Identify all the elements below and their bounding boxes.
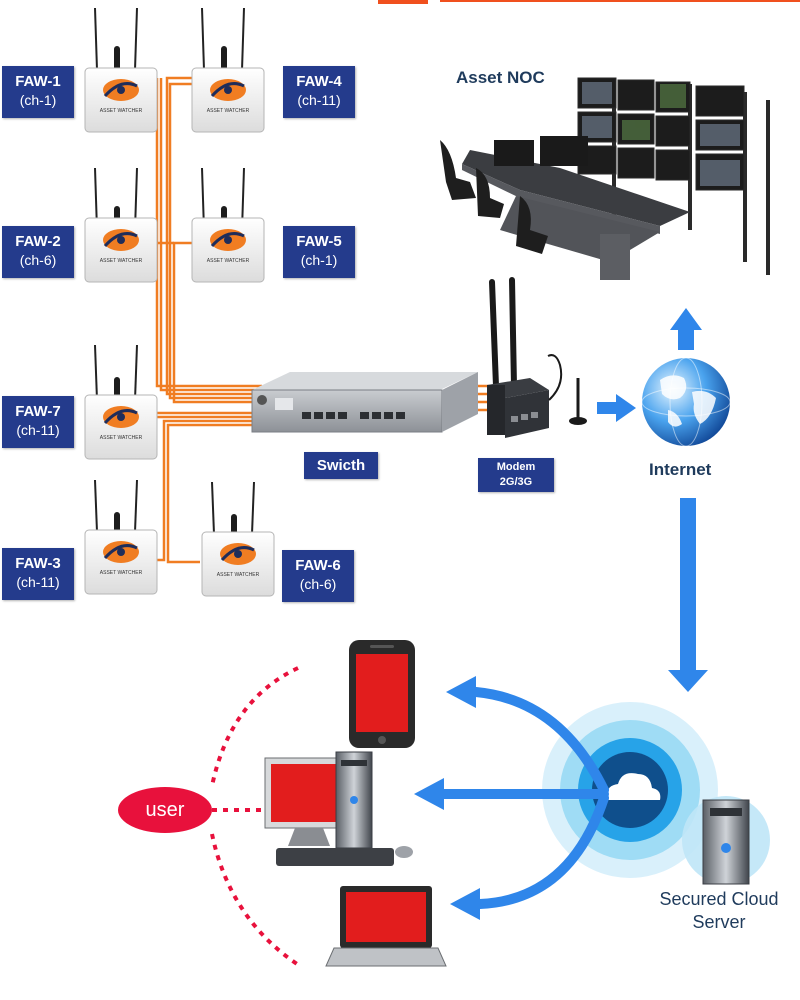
- modem-label-line1: Modem: [496, 461, 536, 473]
- access-point-7: ASSET WATCHER: [84, 344, 158, 460]
- desktop-icon: [264, 751, 413, 866]
- user-badge: user: [118, 787, 212, 833]
- access-point-3: ASSET WATCHER: [84, 479, 158, 595]
- faw-5-channel: (ch-1): [300, 252, 338, 268]
- smartphone-icon: [349, 640, 415, 748]
- cloud-server-label-line2: Server: [692, 912, 746, 932]
- faw-6-name: FAW-6: [295, 557, 341, 574]
- access-point-6: ASSET WATCHER: [201, 481, 275, 597]
- faw-3-label: FAW-3 (ch-11): [2, 548, 74, 600]
- arrow-internet-to-noc: [670, 308, 702, 350]
- modem-icon: [487, 277, 587, 438]
- faw-5-label: FAW-5 (ch-1): [283, 226, 355, 278]
- access-point-2: ASSET WATCHER: [84, 167, 158, 283]
- faw-1-channel: (ch-1): [19, 92, 57, 108]
- access-point-5: ASSET WATCHER: [191, 167, 265, 283]
- svg-text:ASSET WATCHER: ASSET WATCHER: [100, 258, 143, 264]
- cloud-server-label-line1: Secured Cloud: [659, 889, 779, 909]
- switch-label: Swicth: [304, 452, 378, 479]
- arrows-cloud-to-devices: [435, 687, 609, 909]
- internet-label: Internet: [649, 460, 712, 479]
- faw-6-label: FAW-6 (ch-6): [282, 550, 354, 602]
- user-connections: [210, 666, 302, 968]
- ethernet-cables: [155, 76, 490, 564]
- faw-1-label: FAW-1 (ch-1): [2, 66, 74, 118]
- modem-label: Modem 2G/3G: [478, 458, 554, 492]
- svg-text:ASSET WATCHER: ASSET WATCHER: [100, 108, 143, 114]
- access-point-1: ASSET WATCHER: [84, 7, 158, 133]
- faw-3-channel: (ch-11): [16, 574, 60, 590]
- faw-6-channel: (ch-6): [299, 576, 337, 592]
- faw-7-label: FAW-7 (ch-11): [2, 396, 74, 448]
- access-point-icon: ASSET WATCHER: [84, 7, 158, 133]
- globe-icon: [641, 357, 731, 447]
- faw-2-label: FAW-2 (ch-6): [2, 226, 74, 278]
- svg-text:ASSET WATCHER: ASSET WATCHER: [207, 108, 250, 114]
- faw-3-name: FAW-3: [15, 555, 61, 572]
- faw-7-channel: (ch-11): [16, 422, 60, 438]
- faw-4-channel: (ch-11): [297, 92, 341, 108]
- modem-label-line2: 2G/3G: [499, 476, 533, 488]
- svg-text:ASSET WATCHER: ASSET WATCHER: [207, 258, 250, 264]
- top-accent-line: [378, 0, 800, 4]
- faw-4-label: FAW-4 (ch-11): [283, 66, 355, 118]
- control-room-icon: [440, 77, 770, 280]
- faw-2-channel: (ch-6): [19, 252, 57, 268]
- faw-7-name: FAW-7: [15, 403, 61, 420]
- laptop-icon: [325, 886, 447, 967]
- faw-4-name: FAW-4: [296, 73, 342, 90]
- svg-text:ASSET WATCHER: ASSET WATCHER: [100, 570, 143, 576]
- svg-text:ASSET WATCHER: ASSET WATCHER: [217, 572, 260, 578]
- faw-1-name: FAW-1: [15, 73, 61, 90]
- arrow-modem-to-internet: [597, 394, 636, 422]
- access-point-4: ASSET WATCHER: [191, 7, 265, 133]
- arrow-heads: [414, 676, 480, 920]
- network-switch-icon: [251, 372, 478, 433]
- arrow-internet-to-cloud: [668, 498, 708, 692]
- asset-noc-label: Asset NOC: [456, 68, 545, 87]
- faw-2-name: FAW-2: [15, 233, 61, 250]
- svg-text:ASSET WATCHER: ASSET WATCHER: [100, 435, 143, 441]
- faw-5-name: FAW-5: [296, 233, 342, 250]
- cloud-server-label: Secured Cloud Server: [640, 888, 798, 934]
